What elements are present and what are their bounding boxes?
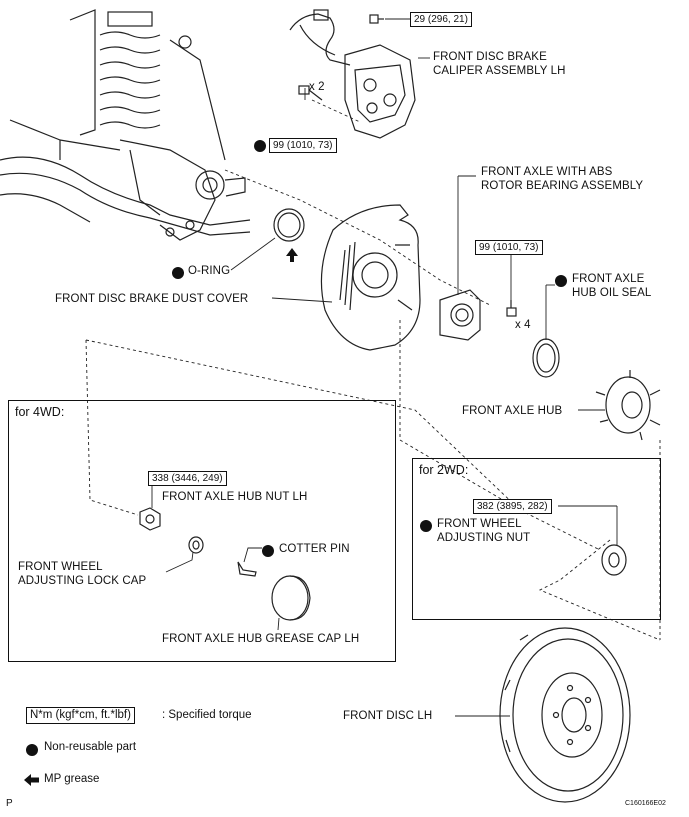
coil-spring <box>99 11 161 129</box>
torque-spec-bearing-bolt: 99 (1010, 73) <box>475 240 543 255</box>
lock-cap-drawing <box>188 536 204 554</box>
o-ring-drawing <box>273 208 305 242</box>
footer-left: P <box>6 798 13 809</box>
caliper-drawing <box>289 9 416 139</box>
axle-hub-drawing <box>595 370 661 441</box>
box-2wd <box>412 458 661 620</box>
hub-oil-seal-drawing <box>532 338 560 378</box>
box-4wd <box>8 400 396 662</box>
box-2wd-title: for 2WD: <box>419 463 469 477</box>
bearing-assembly-drawing <box>439 289 481 341</box>
footer-code: C160166E02 <box>625 800 666 807</box>
label-o-ring: O-RING <box>188 265 231 277</box>
suspension-assembly-drawing <box>0 9 251 241</box>
label-adj-nut: FRONT WHEEL ADJUSTING NUT <box>437 518 531 544</box>
torque-spec-adjusting-nut: 382 (3895, 282) <box>473 499 552 514</box>
torque-spec-hub-nut: 338 (3446, 249) <box>148 471 227 486</box>
label-hub-oil-seal: FRONT AXLE HUB OIL SEAL <box>572 273 652 299</box>
label-caliper: FRONT DISC BRAKE CALIPER ASSEMBLY LH <box>433 51 566 77</box>
non-reusable-dot-icon <box>262 542 277 560</box>
mp-grease-arrow-icon <box>24 774 39 786</box>
qty-bearing-bolt: x 4 <box>515 319 531 331</box>
non-reusable-dot-icon <box>172 264 187 282</box>
label-adj-lock-cap: FRONT WHEEL ADJUSTING LOCK CAP <box>18 561 147 587</box>
legend-torque-text: : Specified torque <box>162 709 252 721</box>
non-reusable-dot-icon <box>420 517 435 535</box>
caliper-bolt-small-drawing <box>369 14 384 24</box>
label-bearing: FRONT AXLE WITH ABS ROTOR BEARING ASSEMB… <box>481 166 644 192</box>
caliper-bolt-drawing <box>298 85 323 101</box>
non-reusable-dot-icon <box>254 137 269 155</box>
adjusting-nut-drawing <box>601 544 627 576</box>
cotter-pin-drawing <box>237 561 257 577</box>
grease-cap-drawing <box>271 575 311 621</box>
label-dust-cover: FRONT DISC BRAKE DUST COVER <box>55 293 249 305</box>
legend-nonreusable: Non-reusable part <box>44 741 137 753</box>
label-hub-nut: FRONT AXLE HUB NUT LH <box>162 491 308 503</box>
dashed-leaders <box>85 99 661 641</box>
dust-cover-drawing <box>320 204 421 351</box>
box-4wd-title: for 4WD: <box>15 405 65 419</box>
torque-spec-caliper-main: 99 (1010, 73) <box>269 138 337 153</box>
qty-caliper-bolt: x 2 <box>309 81 325 93</box>
label-axle-hub: FRONT AXLE HUB <box>462 405 563 417</box>
non-reusable-dot-icon <box>26 741 41 759</box>
non-reusable-dot-icon <box>555 272 570 290</box>
legend-grease: MP grease <box>44 773 100 785</box>
legend-torque-box: N*m (kgf*cm, ft.*lbf) <box>26 707 135 724</box>
label-cotter-pin: COTTER PIN <box>279 543 350 555</box>
label-grease-cap: FRONT AXLE HUB GREASE CAP LH <box>162 633 360 645</box>
disc-rotor-drawing <box>499 627 631 803</box>
bearing-bolt-drawing <box>506 300 517 317</box>
mp-grease-arrow-icon <box>286 248 298 262</box>
leader-lines <box>151 18 618 717</box>
torque-spec-caliper-small: 29 (296, 21) <box>410 12 472 27</box>
hub-nut-drawing <box>139 507 161 531</box>
label-disc: FRONT DISC LH <box>343 710 433 722</box>
